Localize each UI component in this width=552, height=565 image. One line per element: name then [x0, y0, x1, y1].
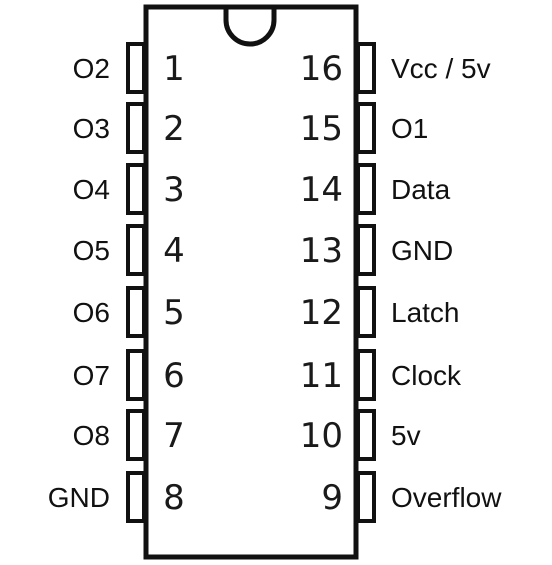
- pin-number-6: 6: [163, 356, 185, 396]
- left-pin-1: [126, 42, 146, 94]
- right-pin-14: [356, 163, 376, 215]
- pin-label-16: Vcc / 5v: [391, 53, 491, 84]
- left-pin-3: [126, 163, 146, 215]
- pin-number-4: 4: [163, 231, 185, 271]
- right-pin-16: [356, 42, 376, 94]
- pin-label-2: O3: [73, 113, 110, 144]
- chip-body: [143, 4, 359, 560]
- pin-label-13: GND: [391, 235, 453, 266]
- left-pin-2: [126, 102, 146, 154]
- pin-number-13: 13: [300, 231, 343, 271]
- pin-label-4: O5: [73, 235, 110, 266]
- pin-number-8: 8: [163, 478, 185, 518]
- pin-label-9: Overflow: [391, 482, 502, 513]
- right-pin-10: [356, 409, 376, 461]
- pin-number-3: 3: [163, 170, 185, 210]
- pin-number-10: 10: [300, 416, 343, 456]
- pin-number-12: 12: [300, 293, 343, 333]
- pin-label-8: GND: [48, 482, 110, 513]
- right-pin-13: [356, 224, 376, 276]
- pin-number-1: 1: [163, 49, 185, 89]
- pin-number-15: 15: [300, 109, 343, 149]
- pin-label-11: Clock: [391, 360, 462, 391]
- pin-number-9: 9: [321, 478, 343, 518]
- pin-label-10: 5v: [391, 420, 421, 451]
- pin-number-7: 7: [163, 416, 185, 456]
- pin-label-5: O6: [73, 297, 110, 328]
- pin-number-5: 5: [163, 293, 185, 333]
- pin-label-3: O4: [73, 174, 110, 205]
- pin-number-16: 16: [300, 49, 343, 89]
- left-pin-4: [126, 224, 146, 276]
- right-pin-15: [356, 102, 376, 154]
- pin-number-11: 11: [300, 356, 343, 396]
- right-pin-12: [356, 286, 376, 338]
- pin-label-1: O2: [73, 53, 110, 84]
- orientation-notch: [223, 9, 277, 47]
- left-pin-7: [126, 409, 146, 461]
- pin-number-14: 14: [300, 170, 343, 210]
- left-pin-8: [126, 471, 146, 523]
- left-pin-6: [126, 349, 146, 401]
- right-pin-9: [356, 471, 376, 523]
- right-pin-11: [356, 349, 376, 401]
- pin-label-7: O8: [73, 420, 110, 451]
- pin-label-12: Latch: [391, 297, 460, 328]
- pin-number-2: 2: [163, 109, 185, 149]
- pin-label-15: O1: [391, 113, 428, 144]
- pin-label-14: Data: [391, 174, 451, 205]
- pin-label-6: O7: [73, 360, 110, 391]
- left-pin-5: [126, 286, 146, 338]
